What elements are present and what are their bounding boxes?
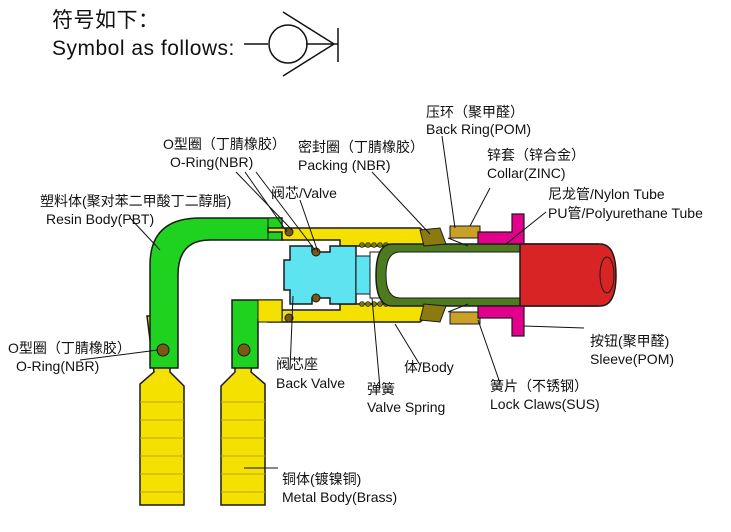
label-valve-spring-cn: 弹簧 (367, 381, 395, 397)
label-oring-left-en: O-Ring(NBR) (16, 358, 100, 374)
tube (375, 243, 617, 307)
label-tube-line1: 尼龙管/Nylon Tube (548, 186, 665, 202)
lock-claws (447, 237, 469, 313)
label-tube-line2: PU管/Polyurethane Tube (548, 205, 703, 221)
label-oring-top-cn: O型圈（丁腈橡胶） (163, 136, 286, 152)
symbol-title-cn: 符号如下： (52, 9, 160, 32)
symbol-title-en: Symbol as follows: (52, 37, 235, 60)
label-back-valve-cn: 阀芯座 (276, 356, 318, 372)
valve-core (283, 245, 371, 305)
label-oring-left-cn: O型圈（丁腈橡胶） (8, 340, 131, 356)
label-valve: 阀芯/Valve (271, 185, 337, 201)
check-valve-symbol (244, 11, 339, 77)
collar (449, 225, 481, 325)
label-sleeve-en: Sleeve(POM) (590, 351, 675, 367)
label-back-ring-en: Back Ring(POM) (426, 121, 532, 137)
label-body: 体/Body (404, 359, 454, 375)
label-packing-en: Packing (NBR) (298, 157, 391, 173)
leader-lines (79, 135, 585, 469)
resin-body (149, 217, 283, 369)
o-rings (156, 227, 321, 357)
valve-spring (359, 242, 389, 307)
label-packing-cn: 密封圈（丁腈橡胶） (298, 139, 424, 155)
label-sleeve-cn: 按钮(聚甲醛) (590, 333, 670, 349)
label-resin-body-en: Resin Body(PBT) (46, 211, 155, 227)
label-lock-claws-en: Lock Claws(SUS) (490, 396, 600, 412)
packing (419, 227, 447, 323)
sleeve (477, 213, 525, 337)
label-lock-claws-cn: 簧片（不锈钢） (490, 378, 588, 394)
label-back-ring-cn: 压环（聚甲醛） (426, 104, 524, 120)
label-metal-body-en: Metal Body(Brass) (282, 489, 398, 505)
label-collar-en: Collar(ZINC) (487, 165, 566, 181)
label-collar-cn: 锌套（锌合金） (487, 147, 585, 163)
metal-body-brass (139, 315, 266, 506)
label-resin-body-cn: 塑料体(聚对苯二甲酸丁二醇脂) (40, 193, 232, 209)
label-metal-body-cn: 铜体(镀镍铜) (282, 471, 362, 487)
label-valve-spring-en: Valve Spring (367, 399, 446, 415)
label-oring-top-en: O-Ring(NBR) (170, 154, 254, 170)
label-back-valve-en: Back Valve (276, 375, 345, 391)
